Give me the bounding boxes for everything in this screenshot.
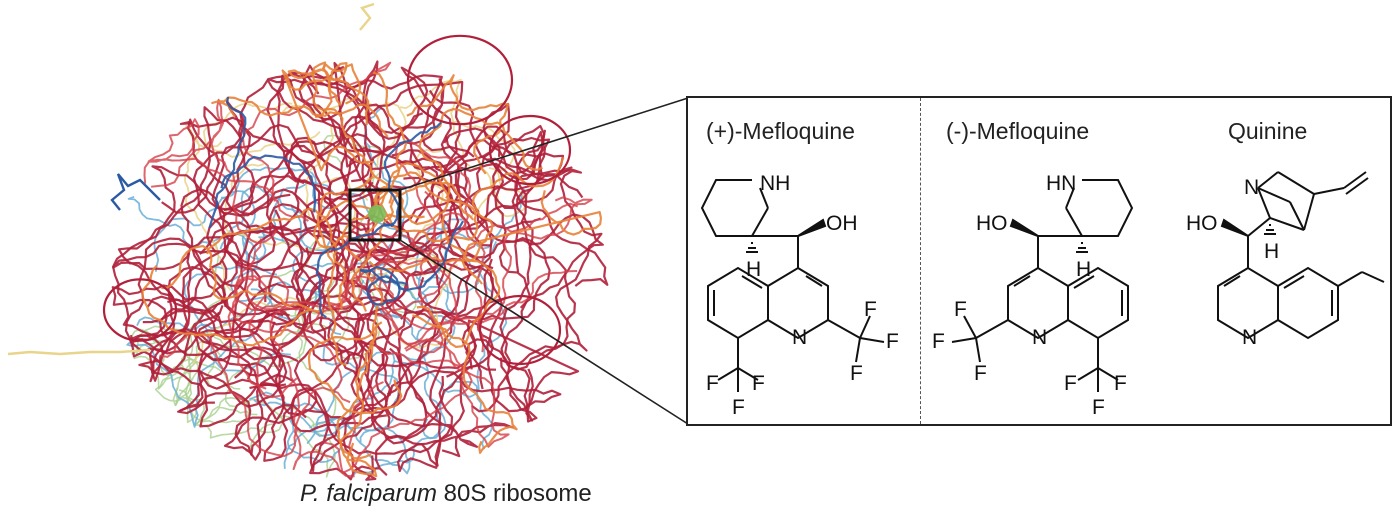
ribosome-strand [292, 381, 384, 478]
ribosome-strand [315, 223, 395, 319]
ribosome-strand [312, 185, 425, 249]
structure-minus-mefloquine: HN HO H N F F F F F F [932, 172, 1134, 419]
caption-rest: 80S ribosome [436, 480, 592, 507]
atom-h: H [1264, 240, 1279, 263]
structure-quinine: N HO H N [1186, 171, 1385, 349]
atom-ho: HO [1186, 212, 1218, 235]
atom-f: F [974, 362, 987, 385]
ribosome-strand [281, 62, 374, 172]
atom-f: F [886, 330, 899, 353]
atom-h: H [746, 258, 761, 281]
atom-n: N [1032, 326, 1047, 349]
ribosome-strand [263, 321, 385, 473]
ribosome-strand [227, 275, 298, 399]
atom-ho: HO [976, 212, 1008, 235]
compound-title-plus-mefloquine: (+)-Mefloquine [706, 118, 855, 144]
atom-f: F [954, 298, 967, 321]
ribosome-structure-image [7, 2, 609, 481]
atom-f: F [1114, 372, 1127, 395]
ribosome-tail [359, 2, 375, 31]
ribosome-strand [307, 321, 403, 415]
atom-f: F [932, 330, 945, 353]
ribosome-strand [220, 154, 317, 213]
ligand-marker [368, 205, 386, 223]
ribosome-strand [359, 266, 409, 306]
ribosome-strand [287, 63, 370, 126]
structure-plus-mefloquine: NH OH H N F F F F F F [700, 172, 899, 419]
ribosome-strand [143, 118, 276, 202]
panel-divider [920, 98, 921, 424]
atom-f: F [1064, 372, 1077, 395]
ribosome-strand [206, 207, 347, 310]
ribosome-strand [336, 326, 378, 478]
compound-title-quinine: Quinine [1228, 118, 1308, 144]
atom-f: F [864, 298, 877, 321]
ribosome-strands [7, 2, 609, 481]
ribosome-strand [151, 98, 278, 245]
ribosome-strand [199, 221, 365, 377]
atom-h: H [1076, 258, 1091, 281]
ribosome-strand [231, 275, 343, 393]
ribosome-strand [146, 295, 295, 461]
ribosome-strand [112, 106, 244, 338]
atom-n: N [792, 326, 807, 349]
ribosome-strand [271, 273, 407, 433]
atom-f: F [706, 372, 719, 395]
atom-f: F [850, 362, 863, 385]
atom-f: F [752, 372, 765, 395]
ribosome-strand [178, 389, 283, 439]
figure-caption: P. falciparum 80S ribosome [300, 480, 592, 508]
compound-title-minus-mefloquine: (-)-Mefloquine [946, 118, 1090, 144]
ligand-site-box [348, 188, 402, 242]
compounds-panel: (+)-Mefloquine (-)-Mefloquine Quinine [686, 96, 1392, 426]
atom-nh: NH [760, 172, 790, 195]
ribosome-tail [110, 173, 161, 211]
ribosome-strand [208, 96, 247, 229]
caption-species: P. falciparum [300, 480, 437, 507]
ribosome-rrna-loop [102, 278, 178, 342]
ribosome-strand [233, 176, 460, 421]
ribosome-strand [245, 405, 336, 478]
ribosome-strand [339, 268, 384, 460]
atom-oh: OH [826, 212, 858, 235]
atom-n: N [1244, 176, 1259, 199]
ribosome-strand [316, 175, 375, 366]
atom-hn: HN [1046, 172, 1076, 195]
ribosome-strand [161, 245, 324, 313]
atom-f: F [732, 396, 745, 419]
ribosome-strand [211, 96, 389, 138]
ribosome-strand [263, 144, 409, 355]
ribosome-tail [7, 348, 151, 356]
ribosome-strand [154, 340, 223, 407]
ribosome-strand [399, 314, 456, 440]
atom-n: N [1242, 326, 1257, 349]
atom-f: F [1092, 396, 1105, 419]
ribosome-strand [141, 264, 313, 347]
